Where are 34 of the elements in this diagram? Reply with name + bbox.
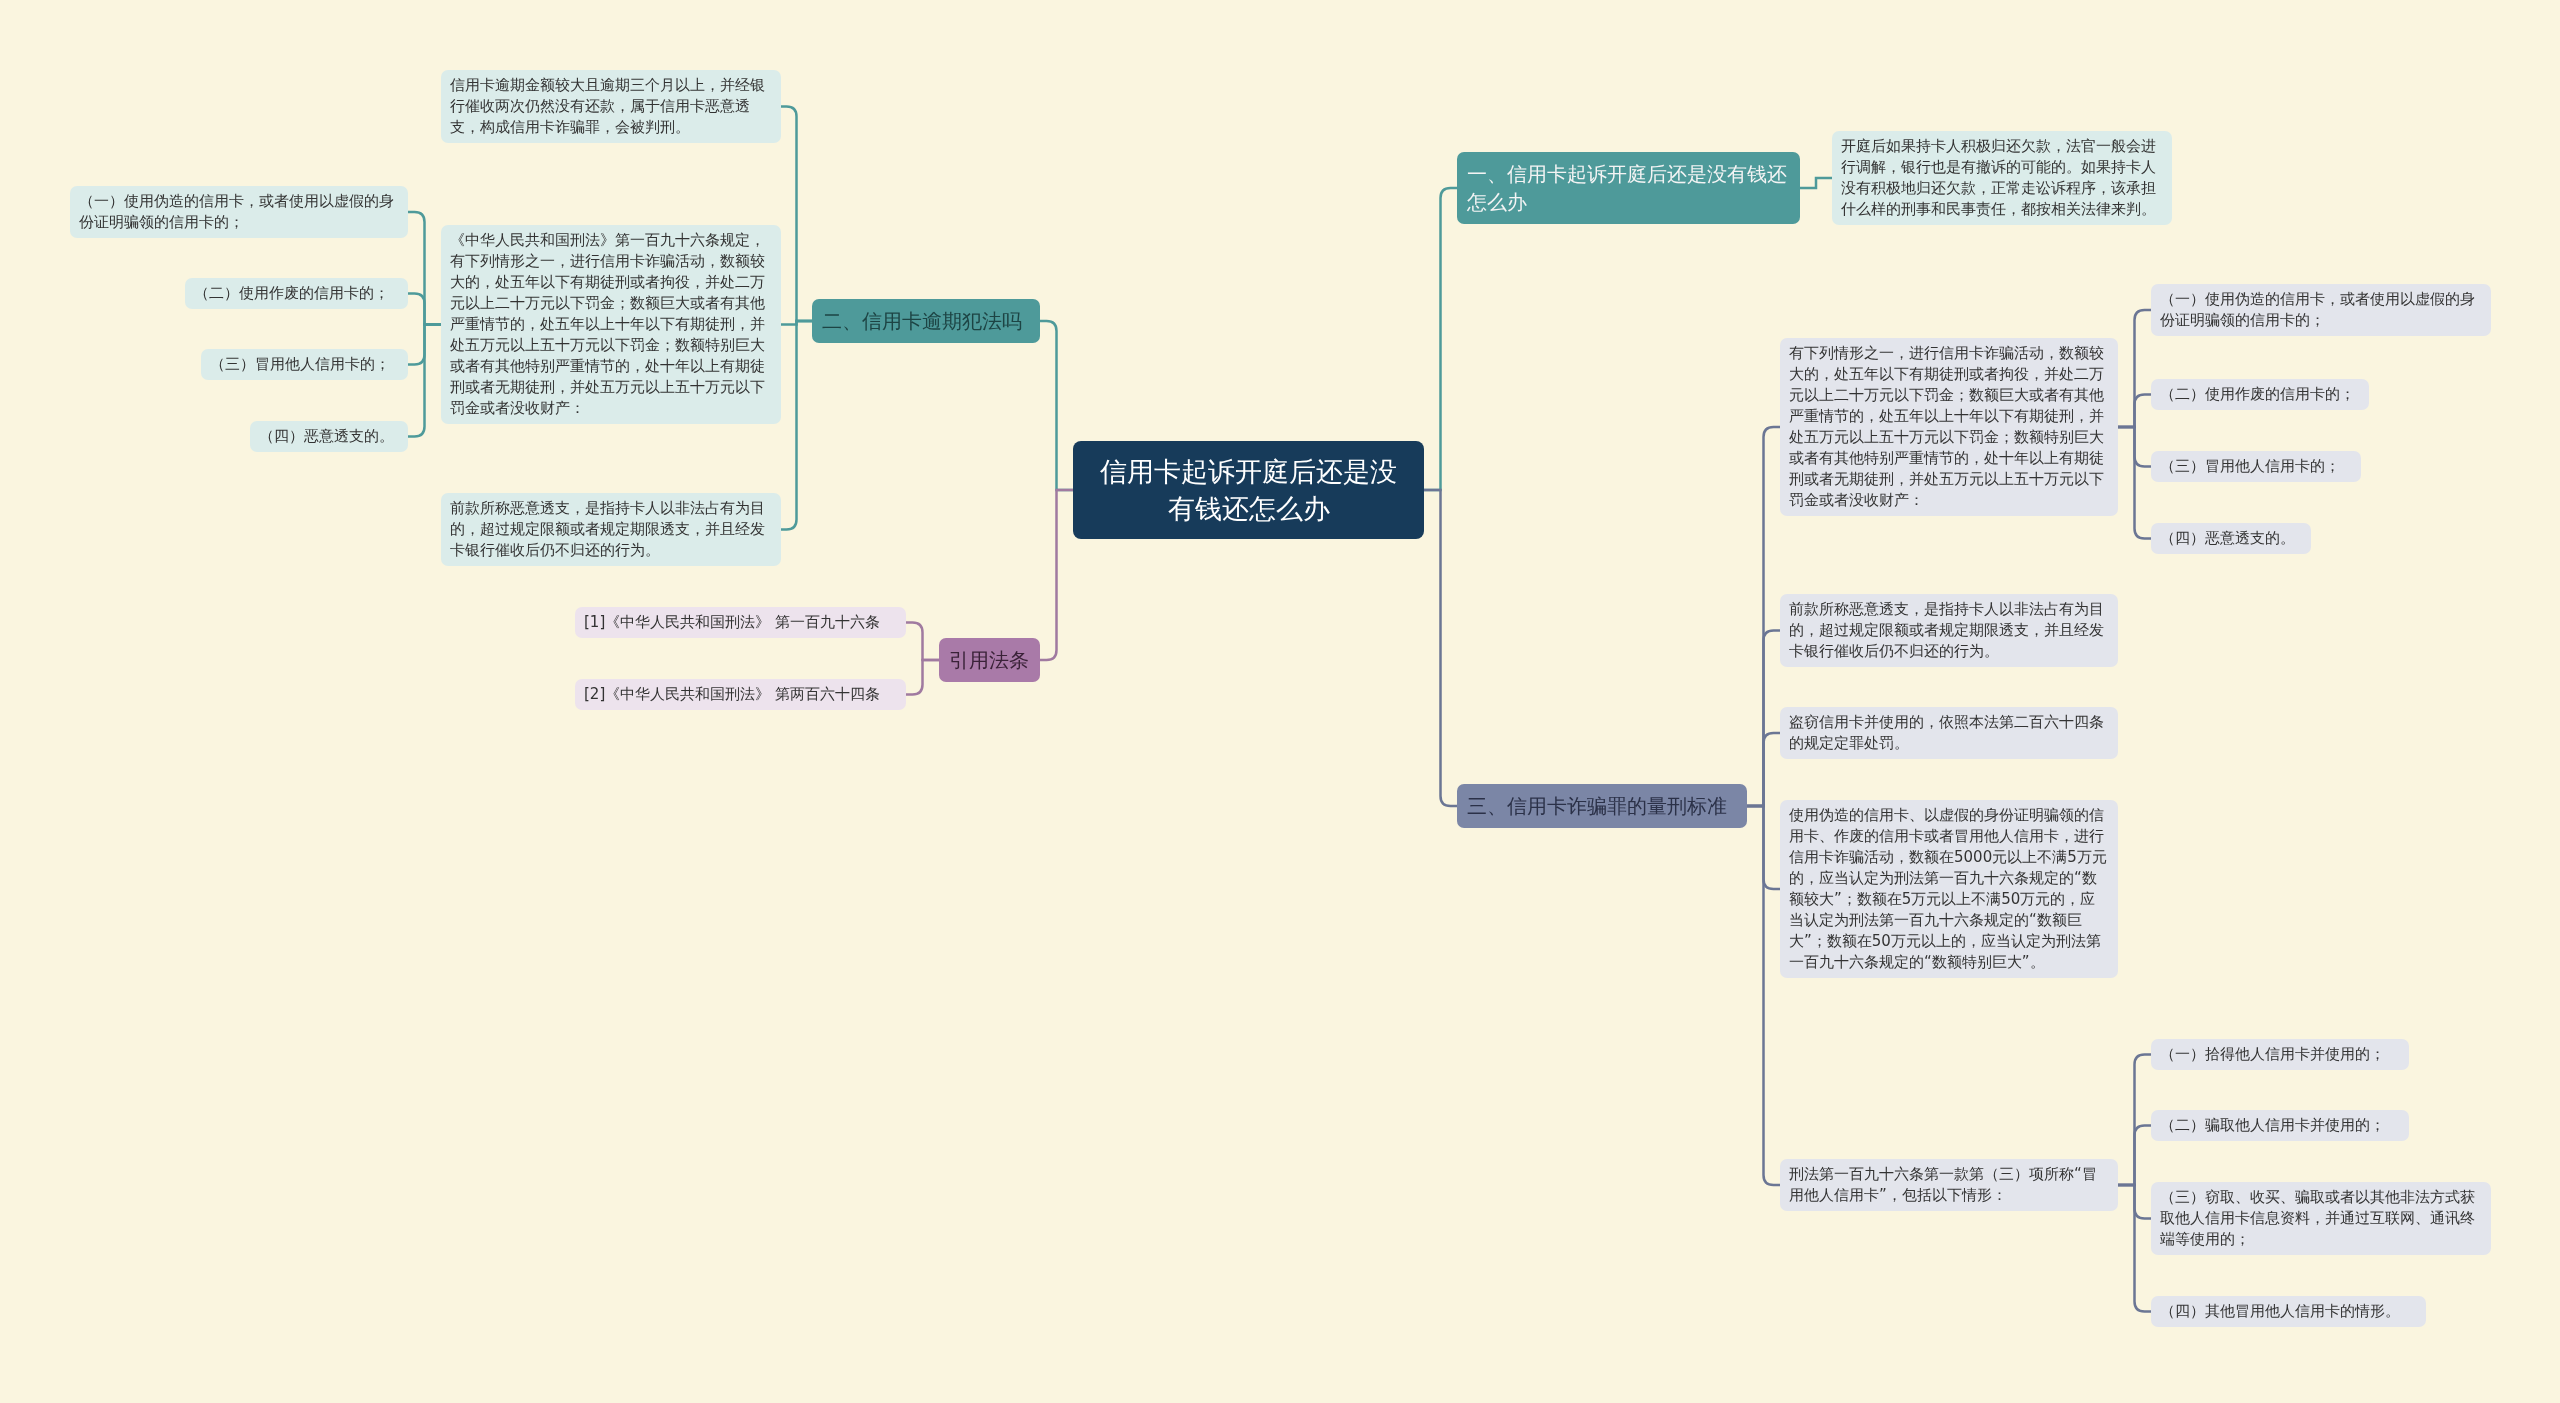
branch-topic-box: 三、信用卡诈骗罪的量刑标准	[1457, 784, 1747, 828]
note-box: 开庭后如果持卡人积极归还欠款，法官一般会进行调解，银行也是有撤诉的可能的。如果持卡人没有积极地归还欠款，正常走讼诉程序，该承担什么样的刑事和民事责任，都按相关法律来判。	[1832, 131, 2172, 225]
connector-line	[1040, 488, 1073, 662]
note-box: 前款所称恶意透支，是指持卡人以非法占有为目的，超过规定限额或者规定期限透支，并且经发卡银行催收后仍不归还的行为。	[1780, 594, 2118, 667]
item-box: （一）使用伪造的信用卡，或者使用以虚假的身份证明骗领的信用卡的；	[2151, 284, 2491, 336]
item-box: （四）其他冒用他人信用卡的情形。	[2151, 1296, 2426, 1327]
reference-box: [2]《中华人民共和国刑法》 第两百六十四条	[575, 679, 906, 710]
connector-line	[1800, 176, 1832, 190]
center-topic-box: 信用卡起诉开庭后还是没有钱还怎么办	[1073, 441, 1424, 539]
item-box: （三）冒用他人信用卡的；	[2151, 451, 2361, 482]
note-box: 使用伪造的信用卡、以虚假的身份证明骗领的信用卡、作废的信用卡或者冒用他人信用卡，进行信用卡诈骗活动，数额在5000元以上不满5万元的，应当认定为刑法第一百九十六条规定的“数额较大”；数额在5万元以上不满50万元的，应当认定为刑法第一百九十六条规定的“数额巨大”；数额在50万元以上的，应当认定为刑法第一百九十六条规定的“数额特别巨大”。	[1780, 800, 2118, 978]
item-box: （一）使用伪造的信用卡，或者使用以虚假的身份证明骗领的信用卡的；	[70, 186, 408, 238]
item-box: （一）拾得他人信用卡并使用的；	[2151, 1039, 2409, 1070]
item-box: （二）使用作废的信用卡的；	[185, 278, 408, 309]
item-box: （二）使用作废的信用卡的；	[2151, 379, 2369, 410]
branch-topic-box: 引用法条	[939, 638, 1040, 682]
item-box: （四）恶意透支的。	[2151, 523, 2311, 554]
reference-box: [1]《中华人民共和国刑法》 第一百九十六条	[575, 607, 906, 638]
note-box: 刑法第一百九十六条第一款第（三）项所称“冒用他人信用卡”，包括以下情形：	[1780, 1159, 2118, 1211]
note-box: 《中华人民共和国刑法》第一百九十六条规定，有下列情形之一，进行信用卡诈骗活动，数额较大的，处五年以下有期徒刑或者拘役，并处二万元以上二十万元以下罚金；数额巨大或者有其他严重情节的，处五年以上十年以下有期徒刑，并处五万元以上五十万元以下罚金；数额特别巨大或者有其他特别严重情节的，处十年以上有期徒刑或者无期徒刑，并处五万元以上五十万元以下罚金或者没收财产：	[441, 225, 781, 424]
branch-topic-box: 一、信用卡起诉开庭后还是没有钱还怎么办	[1457, 152, 1800, 224]
item-box: （二）骗取他人信用卡并使用的；	[2151, 1110, 2409, 1141]
note-box: 前款所称恶意透支，是指持卡人以非法占有为目的，超过规定限额或者规定期限透支，并且经发卡银行催收后仍不归还的行为。	[441, 493, 781, 566]
connector-line	[2118, 425, 2151, 540]
item-box: （四）恶意透支的。	[250, 421, 408, 452]
connector-line	[2118, 1183, 2151, 1313]
item-box: （三）冒用他人信用卡的；	[201, 349, 408, 380]
branch-topic-box: 二、信用卡逾期犯法吗	[812, 299, 1040, 343]
note-box: 信用卡逾期金额较大且逾期三个月以上，并经银行催收两次仍然没有还款，属于信用卡恶意透支，构成信用卡诈骗罪，会被判刑。	[441, 70, 781, 143]
connector-line	[1424, 488, 1457, 808]
connector-line	[906, 658, 939, 696]
item-box: （三）窃取、收买、骗取或者以其他非法方式获取他人信用卡信息资料，并通过互联网、通讯终端等使用的；	[2151, 1182, 2491, 1255]
note-box: 盗窃信用卡并使用的，依照本法第二百六十四条的规定定罪处罚。	[1780, 707, 2118, 759]
note-box: 有下列情形之一，进行信用卡诈骗活动，数额较大的，处五年以下有期徒刑或者拘役，并处二万元以上二十万元以下罚金；数额巨大或者有其他严重情节的，处五年以上十年以下有期徒刑，并处五万元以上五十万元以下罚金；数额特别巨大或者有其他特别严重情节的，处十年以上有期徒刑或者无期徒刑，并处五万元以上五十万元以下罚金或者没收财产：	[1780, 338, 2118, 516]
